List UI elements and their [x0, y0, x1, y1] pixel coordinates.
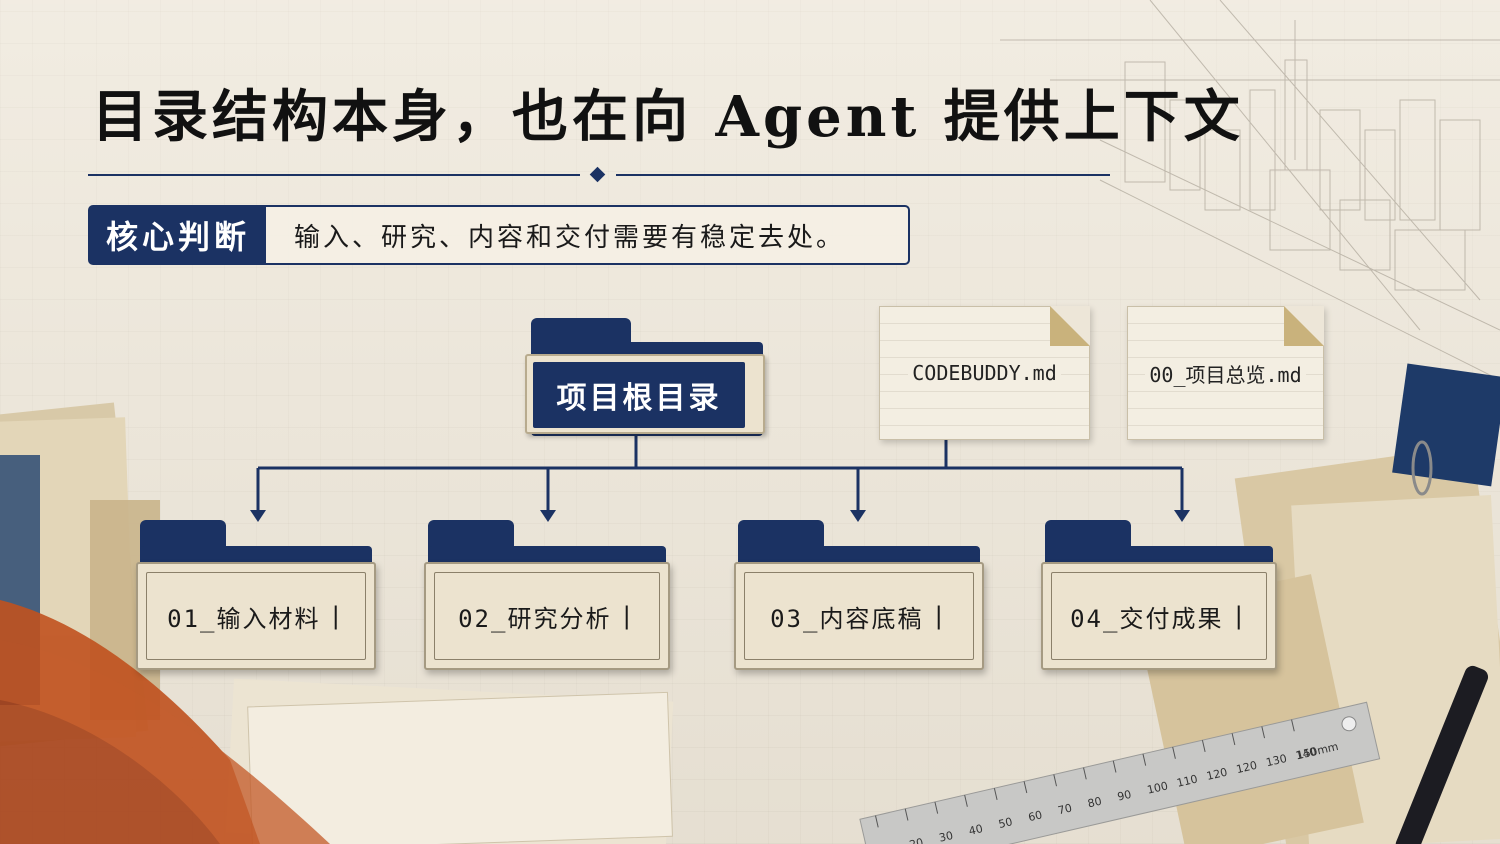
ruler-tick — [1291, 719, 1295, 732]
folder-body: 03_内容底稿 | — [734, 562, 984, 670]
text-cursor: | — [931, 602, 948, 630]
ruler-tick — [1261, 726, 1266, 739]
ruler-tick-label: 90 — [1116, 788, 1133, 804]
title-divider-left — [88, 174, 580, 176]
folder-body: 02_研究分析 | — [424, 562, 670, 670]
ruler-tick — [1083, 767, 1087, 780]
ruler-tick — [1023, 781, 1028, 794]
ruler-tick-label: 50 — [997, 815, 1014, 831]
ruler-tick-label: 40 — [968, 822, 985, 838]
root-folder-label: 项目根目录 — [533, 362, 745, 428]
ruler-tick — [1142, 753, 1147, 766]
core-judgment-callout: 核心判断 输入、研究、内容和交付需要有稳定去处。 — [88, 205, 910, 265]
ruler-tick — [1172, 746, 1176, 759]
page-title: 目录结构本身，也在向 Agent 提供上下文 — [92, 84, 1244, 150]
ruler-tick-label: 120 — [1235, 759, 1258, 776]
folder-label-frame: 02_研究分析 | — [434, 572, 660, 660]
title-divider-right — [616, 174, 1110, 176]
root-folder: 项目根目录 — [525, 318, 765, 436]
ruler-tick — [964, 794, 968, 807]
callout-label: 核心判断 — [90, 207, 266, 263]
ruler-tick-label: 30 — [938, 829, 955, 844]
pen — [1395, 665, 1489, 844]
ruler-tick-label: 20 — [908, 836, 925, 844]
folder-body: 01_输入材料 | — [136, 562, 376, 670]
arrow-down-icon — [540, 510, 556, 522]
folder-label: 03_内容底稿 — [770, 604, 924, 633]
file-name: CODEBUDDY.md — [908, 361, 1061, 385]
folder-label-frame: 04_交付成果 | — [1051, 572, 1267, 660]
folder-label: 02_研究分析 — [458, 604, 612, 633]
ruler-tick-label: 60 — [1027, 808, 1044, 824]
ruler-tick — [904, 808, 909, 821]
folder-label-frame: 03_内容底稿 | — [744, 572, 974, 660]
ruler-tick-label: 130 — [1265, 752, 1288, 769]
ruler-tick-label: 140 — [1294, 745, 1317, 762]
text-cursor: | — [619, 602, 636, 630]
ruler-tick — [934, 801, 939, 814]
ruler-tick — [1112, 760, 1117, 773]
file-name: 00_项目总览.md — [1145, 358, 1306, 388]
arrow-down-icon — [1174, 510, 1190, 522]
page-fold-icon — [1284, 306, 1324, 346]
text-cursor: | — [328, 602, 345, 630]
folder-deliverables: 04_交付成果 | — [1041, 520, 1277, 670]
ruler-tick — [1201, 740, 1206, 752]
callout-text: 输入、研究、内容和交付需要有稳定去处。 — [294, 222, 846, 253]
text-cursor: | — [1231, 602, 1248, 630]
folder-label: 04_交付成果 — [1070, 604, 1224, 633]
ruler-tick-label: 100 — [1146, 779, 1169, 796]
folder-body: 04_交付成果 | — [1041, 562, 1277, 670]
file-card-overview: 00_项目总览.md — [1127, 306, 1324, 440]
folder-research-analysis: 02_研究分析 | — [424, 520, 670, 670]
folder-input-materials: 01_输入材料 | — [136, 520, 376, 670]
ruler-tick-label: 110 — [1176, 772, 1199, 789]
ruler-tick — [1231, 733, 1236, 746]
ruler-tick — [993, 788, 998, 801]
folder-label-frame: 01_输入材料 | — [146, 572, 366, 660]
arrow-down-icon — [250, 510, 266, 522]
ruler-tick — [1053, 774, 1058, 787]
arrow-down-icon — [850, 510, 866, 522]
ruler-tick — [875, 815, 879, 828]
rust-brush — [0, 600, 330, 844]
ruler-tick-label: 120 — [1205, 766, 1228, 783]
ruler-unit-label: 150mm — [1295, 740, 1339, 762]
ruler-tick-label: 70 — [1057, 801, 1074, 817]
ruler-tick-label: 80 — [1086, 795, 1103, 811]
folder-content-drafts: 03_内容底稿 | — [734, 520, 984, 670]
folder-label: 01_输入材料 — [167, 604, 321, 633]
city-sketch — [1000, 0, 1500, 381]
file-card-codebuddy: CODEBUDDY.md — [879, 306, 1090, 440]
page-fold-icon — [1050, 306, 1090, 346]
